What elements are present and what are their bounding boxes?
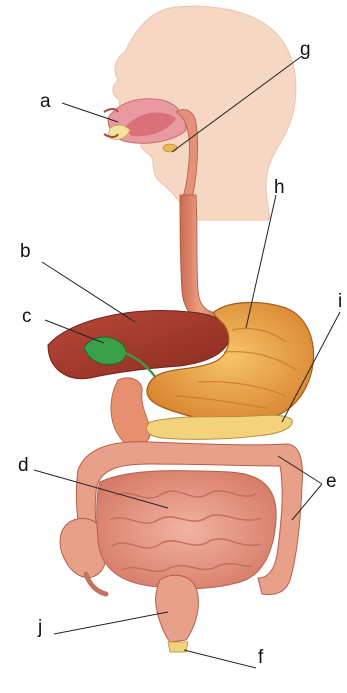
rectum <box>156 575 199 642</box>
label-g: g <box>300 40 311 59</box>
label-i: i <box>338 292 342 311</box>
leader-line-a <box>62 103 118 122</box>
pancreas <box>146 415 292 439</box>
small-intestine <box>97 471 276 589</box>
leader-line-b <box>42 262 135 322</box>
label-j: j <box>38 618 42 637</box>
label-f: f <box>258 648 263 667</box>
leader-line-f <box>184 650 256 668</box>
appendix <box>86 574 106 594</box>
label-h: h <box>274 178 285 197</box>
leader-line-j <box>54 612 168 634</box>
label-d: d <box>18 456 29 475</box>
label-b: b <box>20 242 31 261</box>
duodenum <box>111 378 150 446</box>
label-a: a <box>40 92 51 111</box>
label-c: c <box>22 307 32 326</box>
salivary-gland <box>163 144 177 152</box>
label-e: e <box>326 472 337 491</box>
